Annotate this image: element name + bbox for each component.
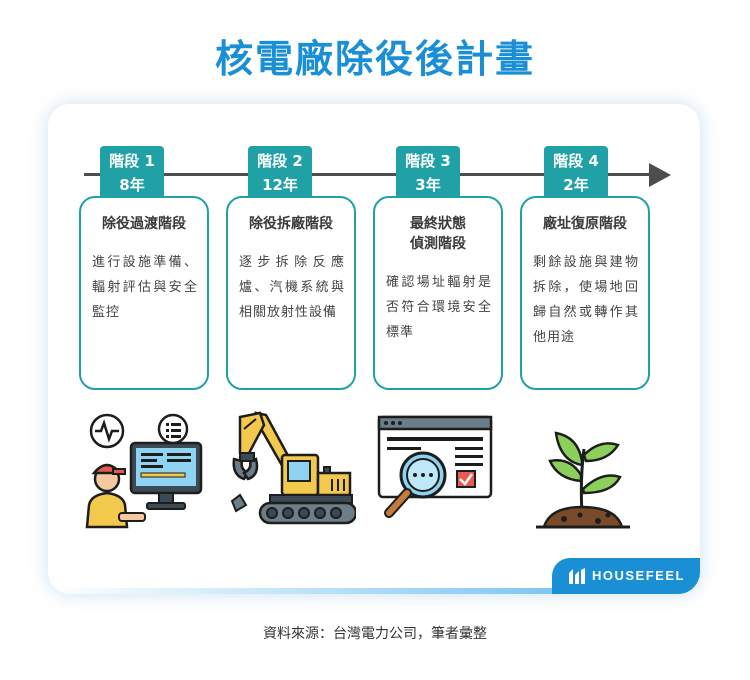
timeline-line [84, 173, 652, 176]
stage-3-tag: 階段 3 3年 [396, 146, 460, 200]
stage-4-box: 廠址復原階段 剩餘設施與建物拆除，使場地回歸自然或轉作其他用途 [520, 196, 650, 390]
stage-4-duration: 2年 [563, 176, 589, 194]
stage-1-description: 進行設施準備、輻射評估與安全監控 [92, 255, 198, 320]
brand-badge: HOUSEFEEL [552, 558, 700, 594]
stage-2-label: 階段 2 [257, 152, 303, 170]
stage-1-box: 除役過渡階段 進行設施準備、輻射評估與安全監控 [79, 196, 209, 390]
seedling-icon [520, 409, 650, 529]
card-bottom-glow [48, 588, 700, 594]
stage-3-box: 最終狀態 偵測階段 確認場址輻射是否符合環境安全標準 [373, 196, 503, 390]
stage-2-title: 除役拆廠階段 [249, 216, 333, 232]
house-logo-icon [569, 568, 585, 584]
stage-4-tag: 階段 4 2年 [544, 146, 608, 200]
stage-3-duration: 3年 [415, 176, 441, 194]
excavator-icon [226, 409, 358, 529]
stage-1-duration: 8年 [119, 176, 145, 194]
stage-1-label: 階段 1 [109, 152, 155, 170]
stage-4-label: 階段 4 [553, 152, 599, 170]
source-caption: 資料來源：台灣電力公司，筆者彙整 [263, 626, 487, 642]
magnifier-report-icon [373, 409, 503, 529]
stage-4-description: 剩餘設施與建物拆除，使場地回歸自然或轉作其他用途 [533, 255, 639, 345]
stage-2-tag: 階段 2 12年 [248, 146, 312, 200]
brand-name: HOUSEFEEL [592, 568, 685, 583]
stage-2-duration: 12年 [262, 176, 298, 194]
stage-3-title: 最終狀態 偵測階段 [410, 216, 466, 252]
page-title: 核電廠除役後計畫 [214, 37, 535, 81]
stage-2-box: 除役拆廠階段 逐步拆除反應爐、汽機系統與相關放射性設備 [226, 196, 356, 390]
stage-3-description: 確認場址輻射是否符合環境安全標準 [386, 275, 492, 340]
stage-2-description: 逐步拆除反應爐、汽機系統與相關放射性設備 [239, 255, 345, 320]
timeline-card: 階段 1 8年 除役過渡階段 進行設施準備、輻射評估與安全監控 [48, 104, 700, 594]
stage-1-title: 除役過渡階段 [102, 216, 186, 232]
stage-4-title: 廠址復原階段 [543, 216, 627, 232]
stage-3-label: 階段 3 [405, 152, 451, 170]
technician-monitor-icon [79, 409, 209, 529]
stage-1-tag: 階段 1 8年 [100, 146, 164, 200]
timeline-arrowhead [649, 163, 671, 187]
